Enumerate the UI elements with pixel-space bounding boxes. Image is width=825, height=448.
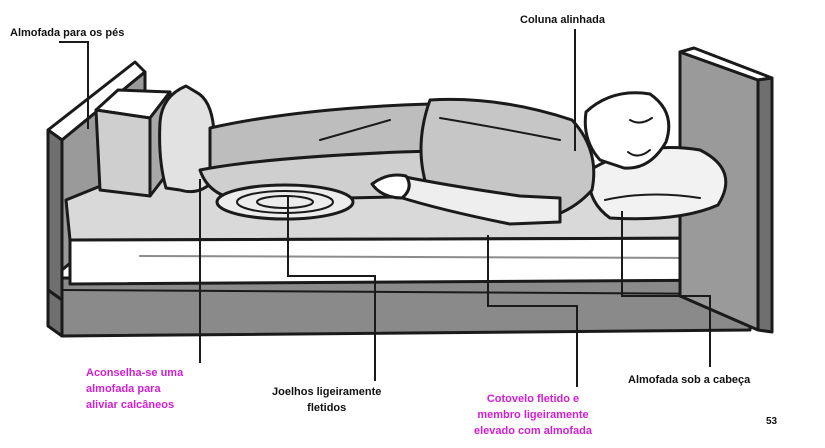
label-knees-flexed-line-1: Joelhos ligeiramente	[272, 384, 381, 400]
label-elbow-flexed-line-3: elevado com almofada	[474, 423, 592, 439]
label-head-pillow: Almofada sob a cabeça	[628, 372, 750, 388]
person-head	[585, 93, 669, 168]
knee-pillow	[217, 185, 353, 219]
label-heel-relief: Aconselha-se uma almofada para aliviar c…	[86, 365, 183, 413]
page-number: 53	[766, 414, 777, 430]
label-elbow-flexed-line-1: Cotovelo fletido e	[474, 391, 592, 407]
label-heel-relief-line-3: aliviar calcâneos	[86, 397, 183, 413]
bed-frame	[48, 278, 750, 336]
label-spine-aligned: Coluna alinhada	[520, 12, 605, 28]
label-knees-flexed: Joelhos ligeiramente fletidos	[272, 384, 381, 416]
label-elbow-flexed-line-2: membro ligeiramente	[474, 407, 592, 423]
label-knees-flexed-line-2: fletidos	[272, 400, 381, 416]
label-heel-relief-line-1: Aconselha-se uma	[86, 365, 183, 381]
label-feet-pillow: Almofada para os pés	[10, 25, 124, 41]
label-heel-relief-line-2: almofada para	[86, 381, 183, 397]
label-elbow-flexed: Cotovelo fletido e membro ligeiramente e…	[474, 391, 592, 439]
